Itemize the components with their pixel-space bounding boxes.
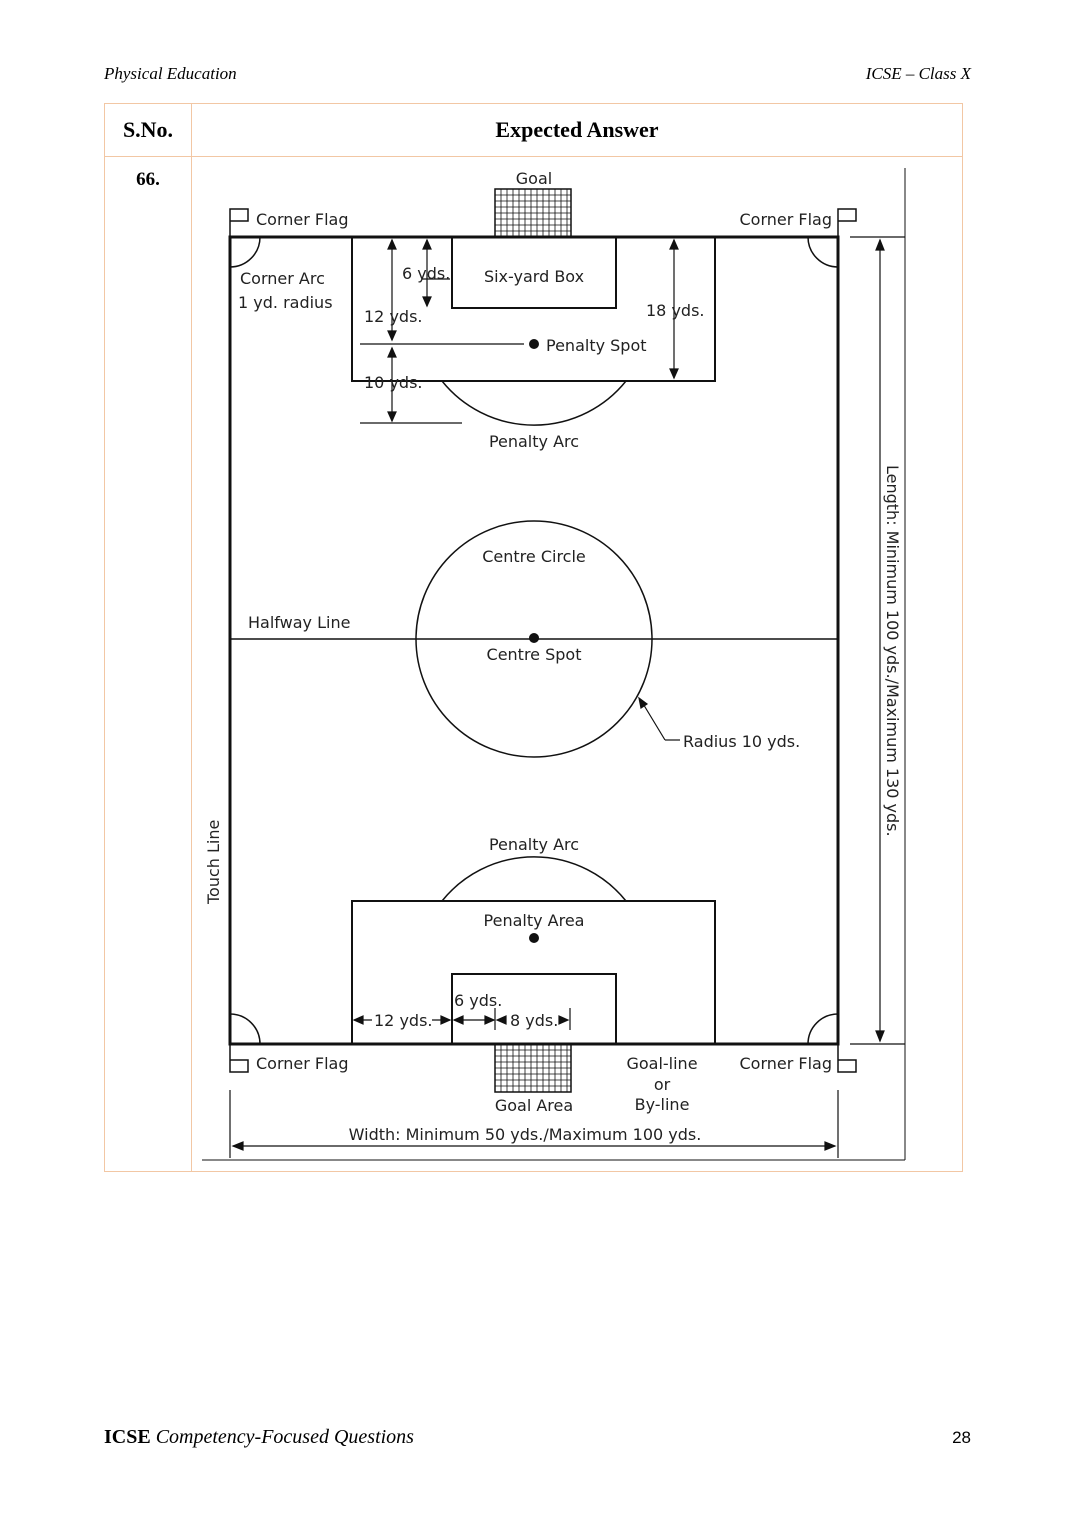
corner-arc-top-right	[807, 236, 839, 268]
corner-flag-icon	[837, 1044, 857, 1073]
penalty-spot-top	[529, 339, 539, 349]
corner-flag-icon	[229, 208, 249, 237]
penalty-arc-top	[441, 380, 627, 426]
six-yds-label: 6 yds.	[402, 264, 450, 283]
centre-spot	[529, 633, 539, 643]
corner-arc-bottom-right	[807, 1013, 839, 1045]
footer-title: ICSE Competency-Focused Questions	[104, 1426, 414, 1449]
twelve-yds-label: 12 yds.	[364, 307, 423, 326]
goal-area-label: Goal Area	[495, 1096, 573, 1115]
corner-flag-icon	[229, 1044, 249, 1073]
radius-label: Radius 10 yds.	[683, 732, 800, 751]
six-yard-box-top	[451, 236, 617, 309]
penalty-area-bottom	[351, 900, 716, 1044]
running-header-subject: Physical Education	[104, 64, 237, 83]
table-header-row: S.No. Expected Answer	[104, 103, 963, 157]
eighteen-yds-label: 18 yds.	[646, 301, 705, 320]
running-header-class: ICSE – Class X	[865, 64, 971, 83]
corner-arc-label: Corner Arc	[240, 269, 325, 288]
corner-flag-label: Corner Flag	[256, 1054, 349, 1073]
halfway-line-label: Halfway Line	[248, 613, 350, 632]
or-label: or	[654, 1075, 671, 1094]
twelve-yds-label: 12 yds.	[374, 1011, 433, 1030]
width-dimension	[229, 1090, 839, 1158]
penalty-arc-label: Penalty Arc	[489, 432, 579, 451]
question-number: 66.	[104, 156, 192, 1172]
dimension-lines-top	[360, 238, 679, 424]
goal-label: Goal	[516, 169, 552, 188]
ten-yds-label: 10 yds.	[364, 373, 423, 392]
corner-arc-radius-label: 1 yd. radius	[238, 293, 333, 312]
length-dimension	[850, 236, 905, 1045]
length-label: Length: Minimum 100 yds./Maximum 130 yds…	[883, 465, 902, 837]
corner-arc-top-left	[229, 236, 261, 268]
corner-flag-icon	[837, 208, 857, 237]
penalty-arc-bottom	[441, 856, 627, 902]
penalty-spot-bottom	[529, 933, 539, 943]
answer-table: S.No. Expected Answer 66.	[104, 103, 963, 1172]
answer-cell: Goal Corner Flag Corner Flag Corner Arc …	[191, 156, 963, 1172]
by-line-label: By-line	[635, 1095, 690, 1114]
six-yard-box-bottom	[451, 973, 617, 1045]
six-yds-label: 6 yds.	[454, 991, 502, 1010]
footer-brand: ICSE	[104, 1426, 151, 1448]
touch-line-label: Touch Line	[204, 820, 223, 905]
column-header-sno: S.No.	[104, 103, 192, 157]
six-yard-box-label: Six-yard Box	[484, 267, 584, 286]
corner-flag-label: Corner Flag	[739, 1054, 832, 1073]
page-number: 28	[952, 1428, 971, 1447]
radius-pointer	[638, 696, 680, 741]
corner-flag-label: Corner Flag	[256, 210, 349, 229]
centre-spot-label: Centre Spot	[487, 645, 582, 664]
goal-line-label: Goal-line	[626, 1054, 697, 1073]
penalty-area-top	[351, 237, 716, 382]
goal-top	[494, 188, 572, 238]
dimension-lines-bottom	[352, 1008, 571, 1030]
footer-subtitle: Competency-Focused Questions	[155, 1426, 414, 1448]
eight-yds-label: 8 yds.	[510, 1011, 558, 1030]
centre-circle-label: Centre Circle	[482, 547, 586, 566]
football-field-diagram: Goal Corner Flag Corner Flag Corner Arc …	[202, 168, 906, 1161]
penalty-spot-label: Penalty Spot	[546, 336, 647, 355]
width-label: Width: Minimum 50 yds./Maximum 100 yds.	[349, 1125, 702, 1144]
penalty-area-label: Penalty Area	[484, 911, 585, 930]
corner-arc-bottom-left	[229, 1013, 261, 1045]
goal-bottom	[494, 1043, 572, 1093]
corner-flag-label: Corner Flag	[739, 210, 832, 229]
table-row: 66.	[104, 156, 963, 1172]
centre-circle	[415, 520, 653, 758]
column-header-answer: Expected Answer	[191, 103, 963, 157]
penalty-arc-label: Penalty Arc	[489, 835, 579, 854]
